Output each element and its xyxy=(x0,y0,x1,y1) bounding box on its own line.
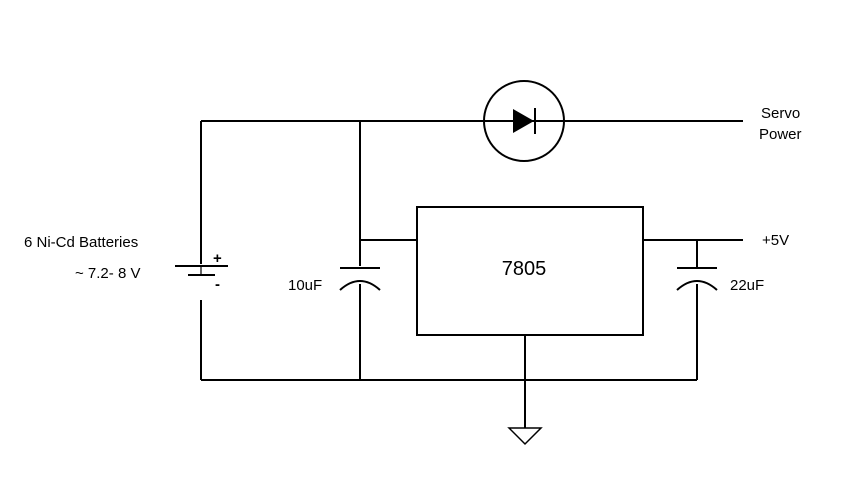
battery-minus-sign: - xyxy=(215,276,220,293)
battery-plus-sign: + xyxy=(213,250,222,267)
regulator-7805-box xyxy=(416,206,644,336)
capacitor-10uf-symbol xyxy=(339,267,381,291)
battery-symbol xyxy=(175,265,228,276)
servo-power-label-line1: Servo xyxy=(761,105,800,122)
output-5v-label: +5V xyxy=(762,232,789,249)
servo-power-label-line2: Power xyxy=(759,126,802,143)
diode-symbol xyxy=(483,80,565,162)
ground-symbol xyxy=(507,427,543,446)
battery-voltage-label: ~ 7.2- 8 V xyxy=(75,265,140,282)
capacitor-10uf-label: 10uF xyxy=(288,277,322,294)
battery-label: 6 Ni-Cd Batteries xyxy=(24,234,138,251)
capacitor-22uf-symbol xyxy=(676,267,718,291)
capacitor-22uf-label: 22uF xyxy=(730,277,764,294)
regulator-label: 7805 xyxy=(502,258,547,280)
